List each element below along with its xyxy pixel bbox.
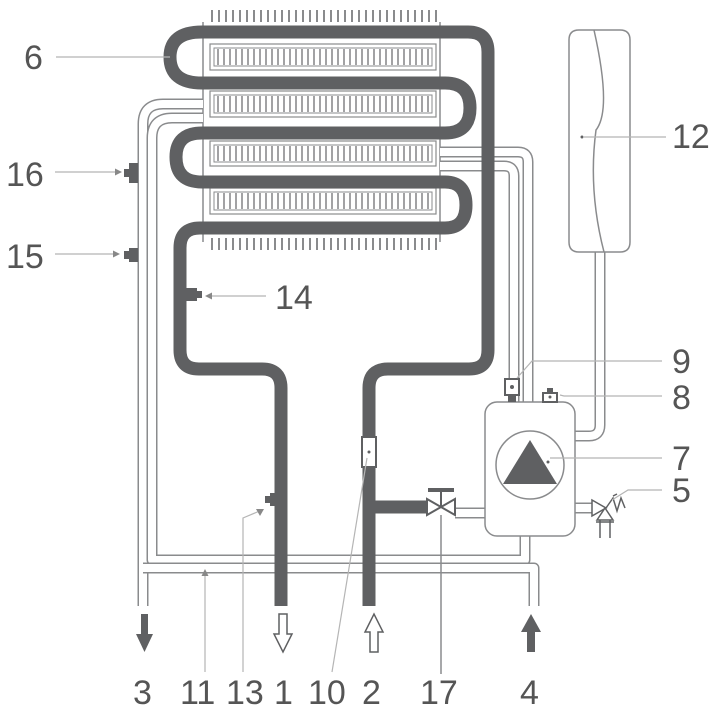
- callout-labels: 6 16 15 14 12 9 8 7 5 3 11 13 1 10 2 17 …: [6, 39, 710, 711]
- heat-exchanger-bottom-fins: [211, 238, 437, 250]
- outlet-arrow-1: [272, 613, 294, 654]
- heat-exchanger: [202, 10, 441, 250]
- primary-coil: [163, 25, 495, 606]
- label-13: 13: [226, 674, 264, 711]
- shutoff-valve: [426, 488, 456, 674]
- label-6: 6: [24, 39, 43, 77]
- label-11: 11: [180, 674, 215, 711]
- label-5: 5: [672, 472, 691, 510]
- outlet-arrow-3: [136, 614, 153, 652]
- label-14: 14: [275, 279, 313, 317]
- leader-lines: [55, 56, 666, 673]
- label-12: 12: [672, 118, 710, 156]
- label-7: 7: [672, 440, 691, 478]
- label-4: 4: [520, 674, 539, 711]
- sensor-9: [504, 378, 520, 402]
- test-fitting-15: [124, 248, 138, 262]
- heat-exchanger-top-fins: [211, 10, 437, 22]
- label-9: 9: [672, 343, 691, 381]
- heat-exchanger-fin-rows: [209, 43, 437, 215]
- inlet-arrow-2: [363, 612, 385, 653]
- expansion-vessel: [568, 29, 631, 253]
- test-fitting-13: [265, 493, 281, 506]
- secondary-pipes: [137, 98, 606, 606]
- inlet-arrow-4: [521, 614, 541, 652]
- label-10: 10: [308, 674, 346, 711]
- label-3: 3: [133, 674, 152, 711]
- pump-assembly: [484, 401, 576, 537]
- test-fitting-14: [186, 288, 202, 301]
- label-17: 17: [420, 674, 458, 711]
- label-15: 15: [6, 238, 44, 276]
- safety-valve: [591, 493, 626, 538]
- sensor-8: [542, 388, 558, 403]
- test-fitting-16: [124, 163, 138, 183]
- flow-sensor: [361, 436, 377, 468]
- label-8: 8: [672, 379, 691, 417]
- label-1: 1: [274, 674, 293, 711]
- label-16: 16: [6, 156, 44, 194]
- label-2: 2: [362, 674, 381, 711]
